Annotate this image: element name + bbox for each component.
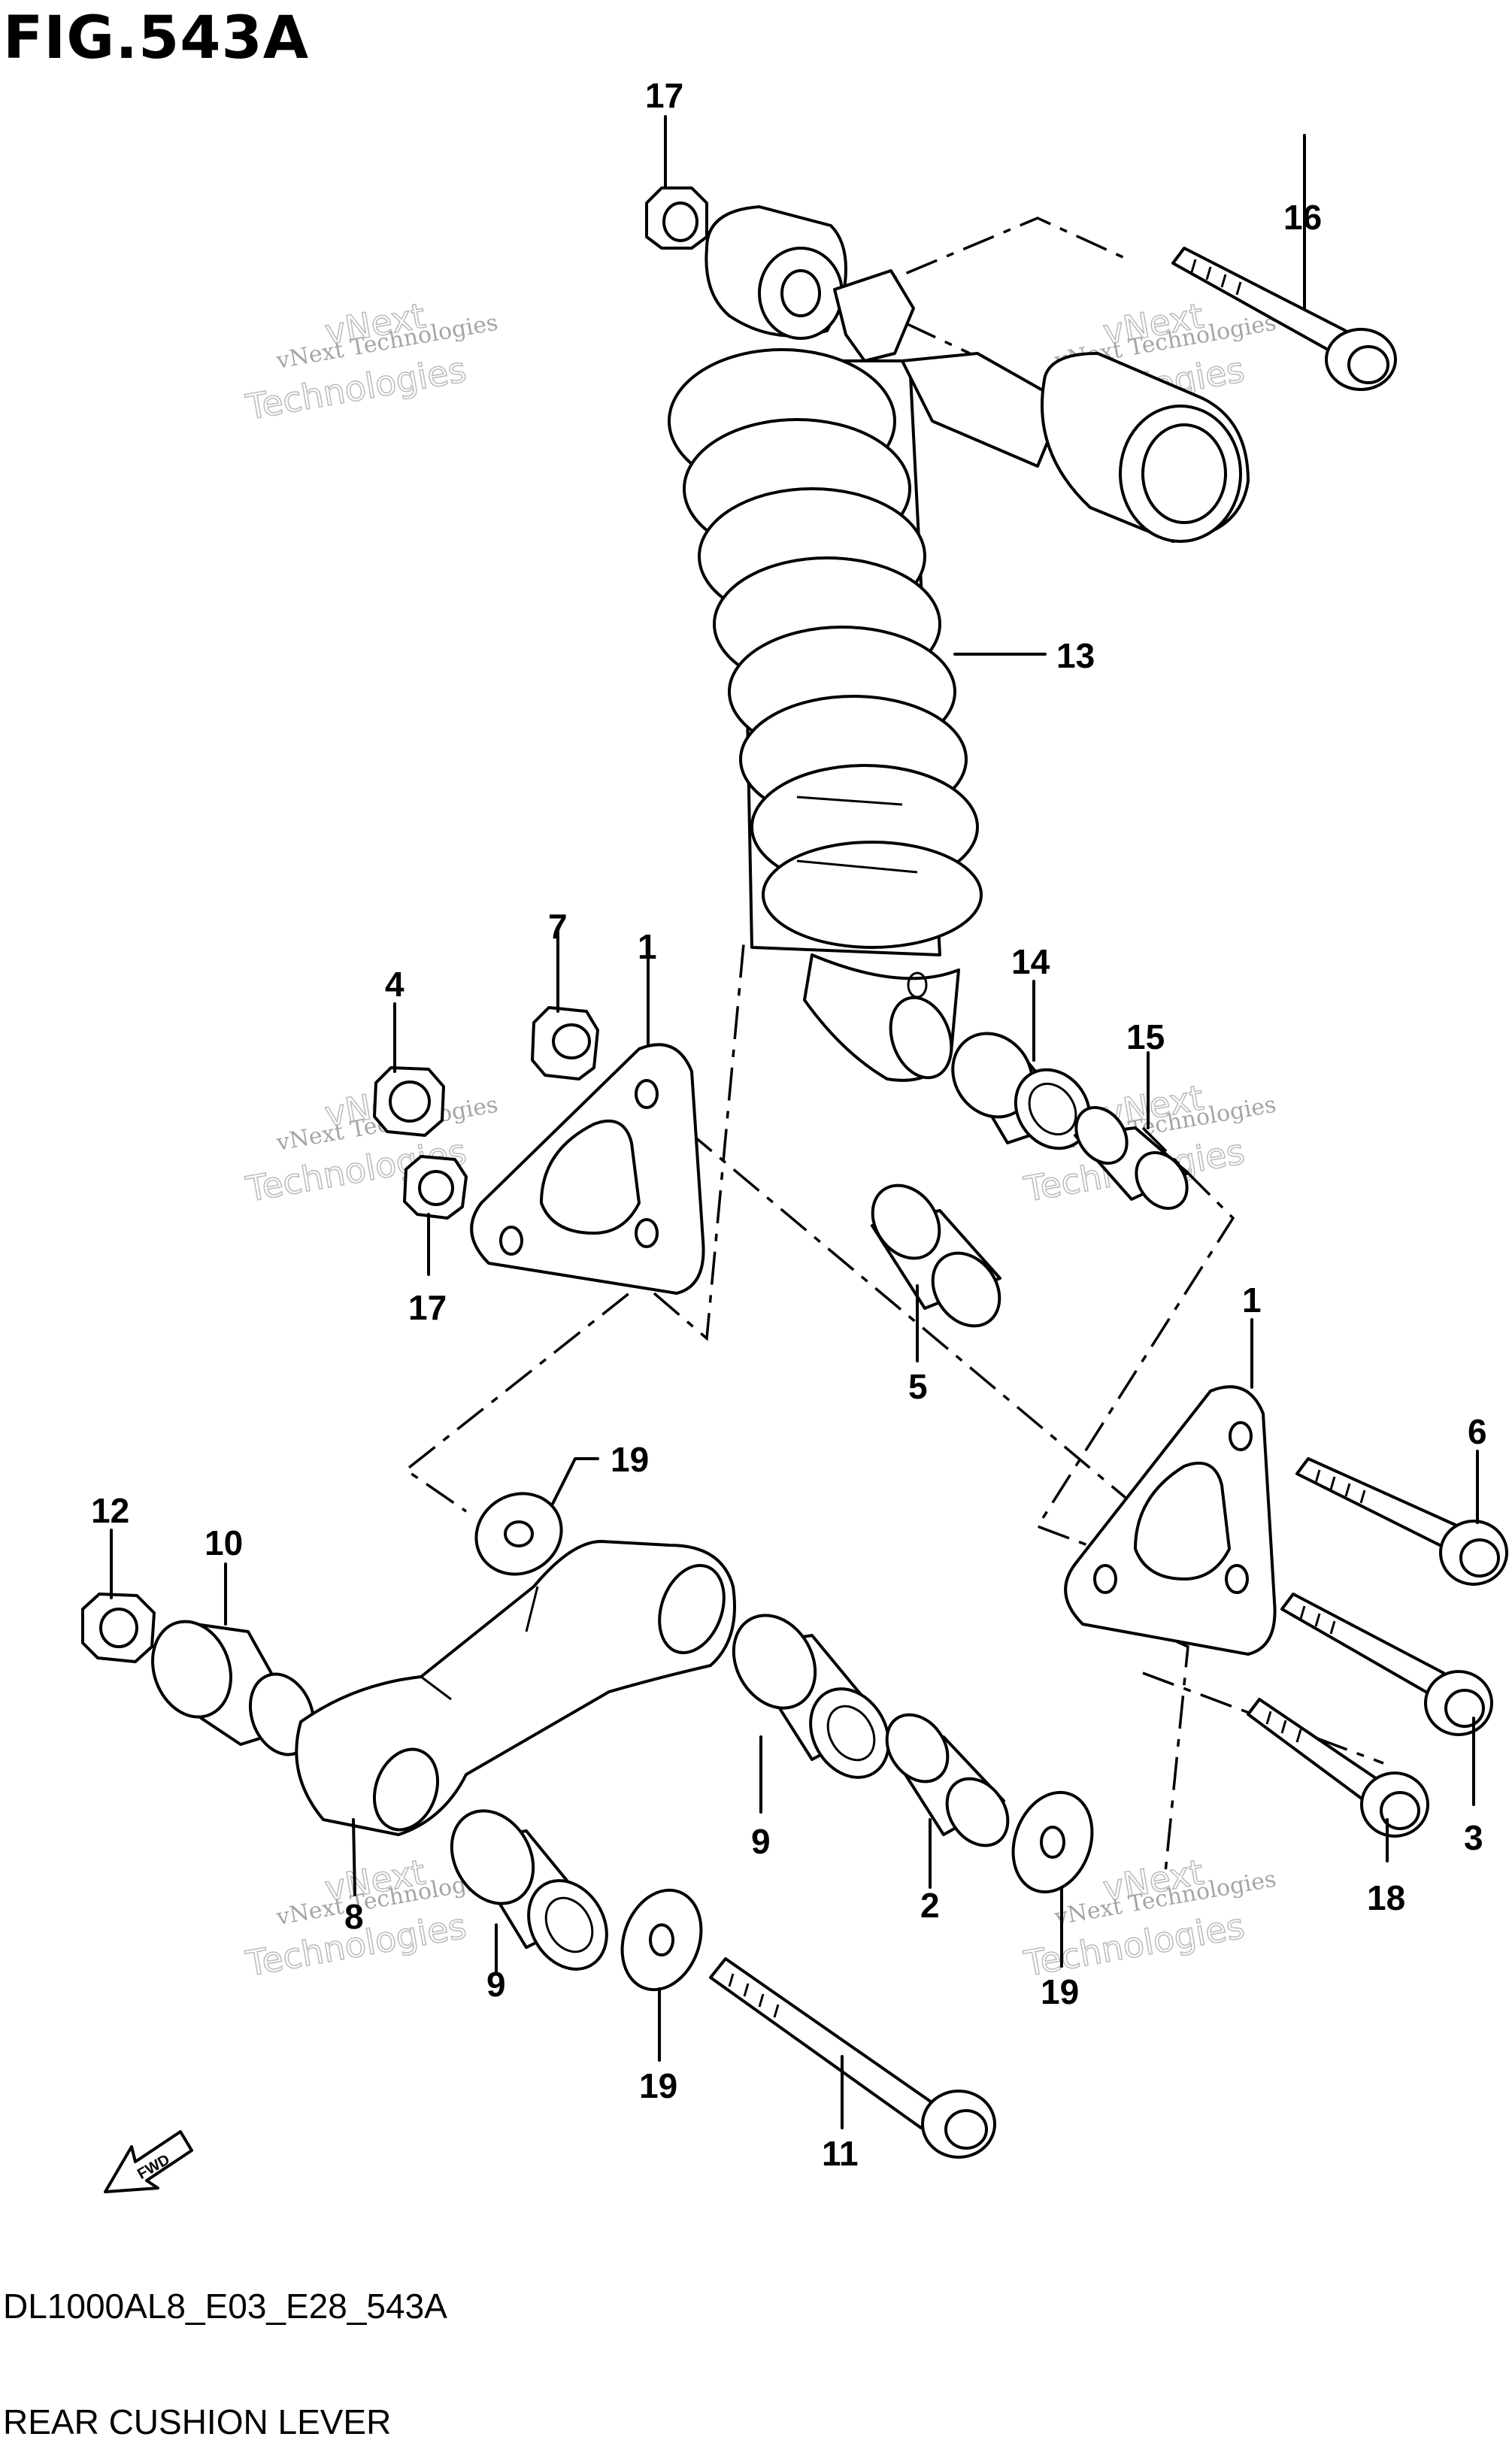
nut-12 [81,1593,156,1663]
cushion-lever-8 [295,1540,736,1836]
nut-7 [531,1006,599,1080]
callout-4: 4 [385,965,405,1004]
collar-15 [1074,1105,1189,1211]
fwd-arrow: FWD [104,2130,193,2193]
callout-13: 13 [1056,636,1095,675]
model-code: DL1000AL8_E03_E28_543A [3,2287,447,2326]
callout-9: 9 [486,1965,506,2004]
washer-19-lower [620,1888,703,1992]
callout-6: 6 [1468,1412,1487,1451]
plate-1-left [470,1043,705,1295]
callout-3: 3 [1464,1818,1483,1857]
callout-15: 15 [1126,1017,1165,1056]
callout-18: 18 [1367,1878,1405,1917]
callout-12: 12 [91,1491,129,1530]
callout-16: 16 [1283,198,1322,237]
nut-17-top [645,186,708,250]
bolt-3 [1280,1593,1493,1736]
callout-17: 17 [408,1288,447,1327]
nut-17-lower [403,1155,468,1220]
nut-4 [373,1066,445,1137]
bearing-9-right [732,1614,890,1779]
callout-labels: 17 16 13 7 1 4 14 15 17 5 1 6 19 12 10 3… [91,76,1487,2173]
callout-7: 7 [548,907,568,946]
callout-17: 17 [645,76,683,115]
collar-5 [871,1184,1001,1328]
bolt-16 [1171,247,1397,391]
callout-1: 1 [638,927,657,966]
collar-2 [885,1713,1010,1847]
bolt-18 [1247,1698,1429,1838]
callout-19: 19 [611,1440,649,1479]
bolt-6 [1295,1457,1508,1586]
section-name: REAR CUSHION LEVER [3,2402,392,2441]
collar-10 [151,1620,316,1756]
leader-lines [110,115,1479,2129]
callout-1: 1 [1242,1280,1262,1320]
plate-1-right [1064,1385,1277,1656]
callout-8: 8 [344,1897,364,1936]
bolt-11 [709,1957,996,2159]
figure-title: FIG.543A [3,5,310,72]
bearing-14 [951,1032,1092,1150]
callout-2: 2 [920,1886,940,1925]
callout-10: 10 [205,1523,243,1562]
callout-19: 19 [1041,1972,1079,2011]
callout-11: 11 [822,2134,859,2173]
shock-absorber [668,205,1250,1082]
callout-19: 19 [639,2066,677,2105]
washer-19-right [1011,1790,1094,1894]
callout-9: 9 [751,1822,771,1861]
bearing-9-left [450,1809,608,1971]
callout-5: 5 [908,1367,928,1406]
washer-19-upper [474,1492,563,1576]
callout-14: 14 [1011,942,1050,981]
